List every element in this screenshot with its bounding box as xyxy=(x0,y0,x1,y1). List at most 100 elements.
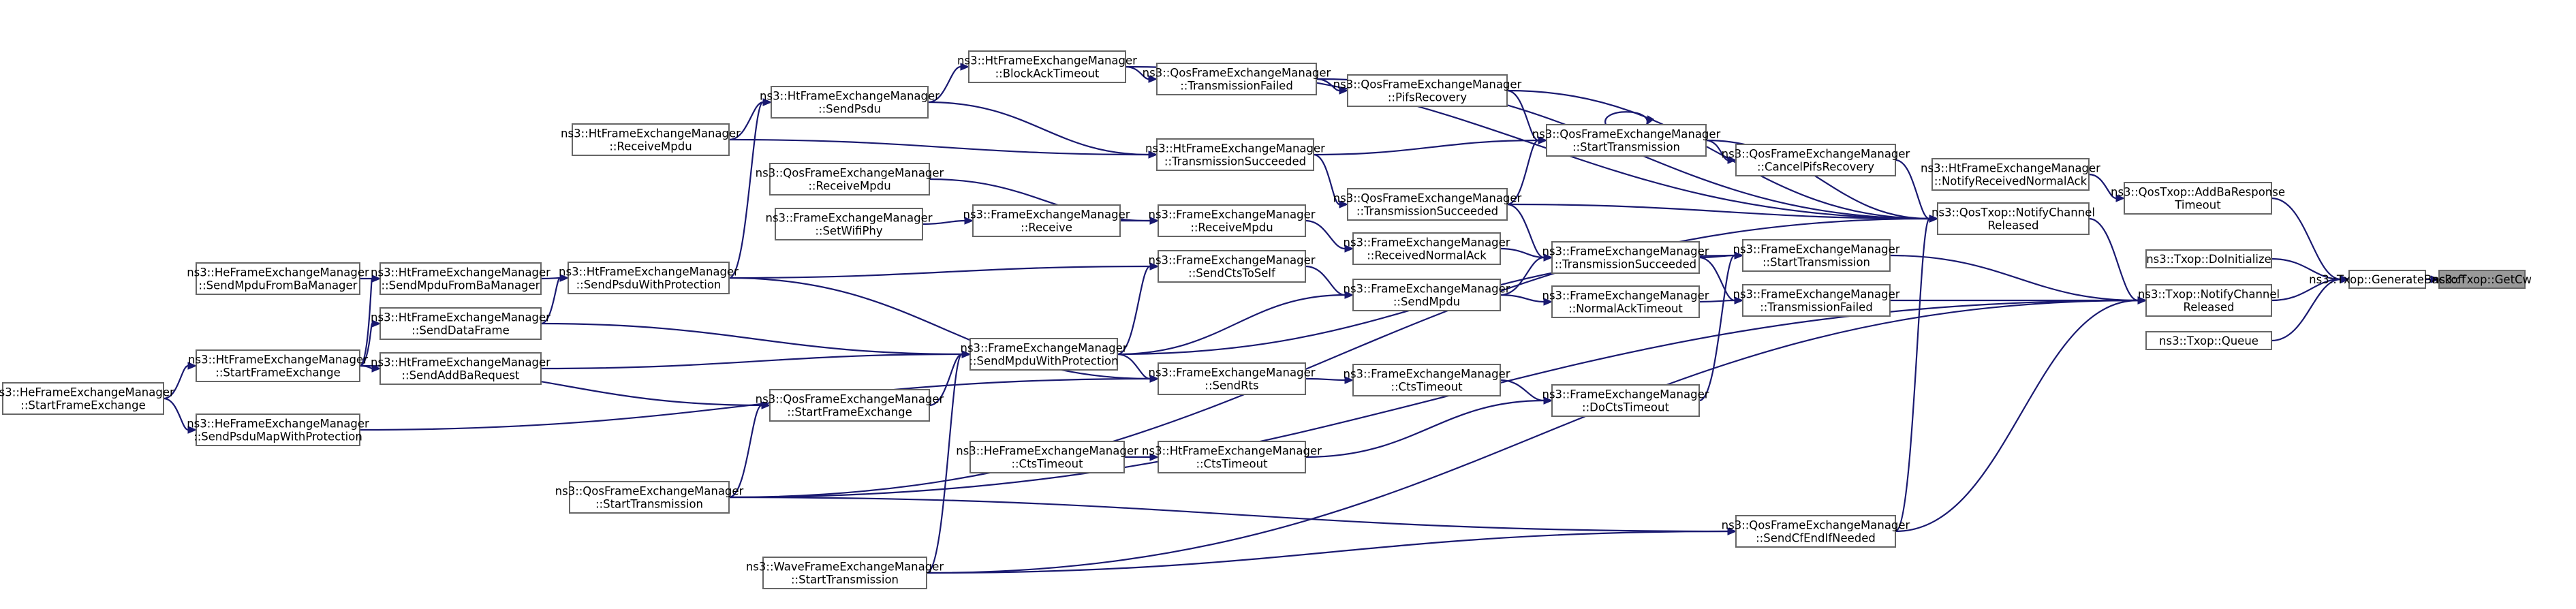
node-fem-sendmpduwithprot[interactable]: ns3::FrameExchangeManager::SendMpduWithP… xyxy=(960,338,1128,371)
node-label: ns3::QosFrameExchangeManager xyxy=(1532,128,1721,141)
node-box xyxy=(1347,188,1508,221)
arrowhead xyxy=(1344,245,1354,253)
node-htfem-senddataframe[interactable]: ns3::HtFrameExchangeManager::SendDataFra… xyxy=(371,307,550,340)
edge-hefem-ctstimeout-to-htfem-ctstimeout xyxy=(1124,453,1160,461)
node-label: ns3::HtFrameExchangeManager xyxy=(559,266,739,279)
node-label: ns3::HtFrameExchangeManager xyxy=(371,266,550,279)
edge-line xyxy=(1305,377,1346,381)
node-qfem-cancelpifs[interactable]: ns3::QosFrameExchangeManager::CancelPifs… xyxy=(1722,144,1910,176)
arrowhead xyxy=(371,275,382,283)
node-hefem-sendmpdufromba[interactable]: ns3::HeFrameExchangeManager::SendMpduFro… xyxy=(187,262,369,295)
node-label: ns3::HtFrameExchangeManager xyxy=(371,311,550,324)
node-fem-sendmpdu[interactable]: ns3::FrameExchangeManager::SendMpdu xyxy=(1343,279,1510,311)
node-qfem-sendcfend[interactable]: ns3::QosFrameExchangeManager::SendCfEndI… xyxy=(1722,515,1910,548)
node-fem-recvnormalack[interactable]: ns3::FrameExchangeManager::ReceivedNorma… xyxy=(1343,232,1510,265)
node-label: ::StartTransmission xyxy=(791,574,899,587)
node-qfem-pifsrecovery[interactable]: ns3::QosFrameExchangeManager::PifsRecove… xyxy=(1333,74,1522,107)
node-fem-receive[interactable]: ns3::FrameExchangeManager::Receive xyxy=(963,204,1130,237)
node-qfem-startframeexch[interactable]: ns3::QosFrameExchangeManager::StartFrame… xyxy=(756,389,944,422)
edge-line xyxy=(1604,111,1648,125)
node-htfem-startframeexch[interactable]: ns3::HtFrameExchangeManager::StartFrameE… xyxy=(188,349,368,382)
edge-line xyxy=(1313,153,1340,206)
node-label: ::SendPsduWithProtection xyxy=(576,279,721,292)
node-box xyxy=(1352,232,1501,265)
node-box xyxy=(1156,63,1317,95)
arrowhead xyxy=(371,364,382,373)
node-htfem-txsucceeded[interactable]: ns3::HtFrameExchangeManager::Transmissio… xyxy=(1145,138,1325,171)
edge-line xyxy=(728,138,1149,156)
edge-line xyxy=(927,65,961,104)
node-label: ::SetWifiPhy xyxy=(815,225,883,238)
node-label: ::StartTransmission xyxy=(1763,256,1870,269)
edge-htfem-txsucceeded-to-qfem-txsucceeded xyxy=(1313,153,1349,208)
node-ht-notifyrecvnormalack[interactable]: ns3::HtFrameExchangeManager::NotifyRecei… xyxy=(1921,158,2100,191)
node-hefem-sendpsdumap[interactable]: ns3::HeFrameExchangeManager::SendPsduMap… xyxy=(187,413,369,446)
node-txop-doinit[interactable]: ns3::Txop::DoInitialize xyxy=(2145,249,2272,268)
node-box xyxy=(1931,158,2090,191)
node-label: ns3::FrameExchangeManager xyxy=(1148,254,1315,267)
node-qfem-txfailed[interactable]: ns3::QosFrameExchangeManager::Transmissi… xyxy=(1143,63,1331,95)
node-qfem-starttx2[interactable]: ns3::QosFrameExchangeManager::StartTrans… xyxy=(555,481,744,514)
arrowhead xyxy=(2430,275,2440,283)
node-label: Released xyxy=(2184,301,2235,314)
node-htfem-sendmpdufromba[interactable]: ns3::HtFrameExchangeManager::SendMpduFro… xyxy=(371,262,550,295)
arrowhead xyxy=(1148,75,1158,83)
node-qfem-receivempdu[interactable]: ns3::QosFrameExchangeManager::ReceiveMpd… xyxy=(756,163,944,196)
node-fem-sendctstoself[interactable]: ns3::FrameExchangeManager::SendCtsToSelf xyxy=(1148,250,1316,283)
node-hefem-ctstimeout[interactable]: ns3::HeFrameExchangeManager::CtsTimeout xyxy=(956,441,1138,473)
node-label: ::ReceiveMpdu xyxy=(808,180,890,193)
arrowhead xyxy=(1344,291,1354,299)
arrowhead xyxy=(1727,156,1737,164)
node-fem-starttx[interactable]: ns3::FrameExchangeManager::StartTransmis… xyxy=(1733,239,1900,272)
node-box xyxy=(968,50,1126,83)
node-label: ns3::QosFrameExchangeManager xyxy=(756,167,944,180)
node-fem-sendrts[interactable]: ns3::FrameExchangeManager::SendRts xyxy=(1148,362,1316,395)
node-fem-receivempdu[interactable]: ns3::FrameExchangeManager::ReceiveMpdu xyxy=(1148,204,1316,237)
arrowhead xyxy=(1339,87,1349,95)
node-box xyxy=(569,481,730,514)
node-label: ::NotifyReceivedNormalAck xyxy=(1934,175,2088,188)
node-box xyxy=(1735,144,1896,176)
node-htfem-ctstimeout[interactable]: ns3::HtFrameExchangeManager::CtsTimeout xyxy=(1142,441,1322,473)
node-hefem-startframeexch[interactable]: ns3::HeFrameExchangeManager::StartFrameE… xyxy=(0,382,174,415)
node-htfem-blockacktimeout[interactable]: ns3::HtFrameExchangeManager::BlockAckTim… xyxy=(957,50,1137,83)
edge-txop-queue-to-genbackoff xyxy=(2271,275,2350,342)
node-label: ns3::QosFrameExchangeManager xyxy=(756,393,944,406)
node-fem-doctstimeout[interactable]: ns3::FrameExchangeManager::DoCtsTimeout xyxy=(1542,384,1709,417)
node-fem-setwifiphy[interactable]: ns3::FrameExchangeManager::SetWifiPhy xyxy=(765,208,933,240)
node-label: Released xyxy=(1988,219,2039,232)
edge-htfem-txsucceeded-to-qfem-starttx xyxy=(1313,136,1548,156)
node-qfem-txsucceeded[interactable]: ns3::QosFrameExchangeManager::Transmissi… xyxy=(1333,188,1522,221)
node-htfem-sendaddba[interactable]: ns3::HtFrameExchangeManager::SendAddBaRe… xyxy=(371,352,550,385)
node-fem-normalacktimeout[interactable]: ns3::FrameExchangeManager::NormalAckTime… xyxy=(1542,285,1709,318)
node-label: ns3::FrameExchangeManager xyxy=(765,212,932,225)
node-htfem-sendpsdu[interactable]: ns3::HtFrameExchangeManager::SendPsdu xyxy=(760,86,940,119)
node-box xyxy=(775,208,923,240)
node-label: ::CtsTimeout xyxy=(1196,458,1268,471)
node-fem-ctstimeout[interactable]: ns3::FrameExchangeManager::CtsTimeout xyxy=(1343,364,1510,396)
edge-fem-starttx-to-txop-ncr xyxy=(1889,254,2147,304)
edge-genbackoff-to-getcw xyxy=(2425,275,2440,283)
node-getcw[interactable]: ns3::Txop::GetCw xyxy=(2432,270,2532,289)
node-genbackoff[interactable]: ns3::Txop::GenerateBackoff xyxy=(2309,270,2466,289)
edge-line xyxy=(1506,203,1930,220)
node-htfem-sendpsduwithprot[interactable]: ns3::HtFrameExchangeManager::SendPsduWit… xyxy=(559,262,739,294)
node-htfem-receivempdu[interactable]: ns3::HtFrameExchangeManager::ReceiveMpdu xyxy=(561,123,741,156)
node-label: ns3::FrameExchangeManager xyxy=(1343,283,1510,296)
node-txop-queue[interactable]: ns3::Txop::Queue xyxy=(2145,331,2272,350)
edge-line xyxy=(728,496,1728,533)
node-fem-txfailed[interactable]: ns3::FrameExchangeManager::TransmissionF… xyxy=(1733,284,1900,317)
edge-line xyxy=(2271,278,2342,302)
node-wave-starttx[interactable]: ns3::WaveFrameExchangeManager::StartTran… xyxy=(746,557,944,589)
node-label: ::CtsTimeout xyxy=(1011,458,1083,471)
edge-htfem-sendpsduwithprot-to-fem-sendctstoself xyxy=(728,262,1160,279)
edge-line xyxy=(540,322,963,356)
node-fem-txsucceeded[interactable]: ns3::FrameExchangeManager::TransmissionS… xyxy=(1542,241,1709,274)
node-qfem-starttx[interactable]: ns3::QosFrameExchangeManager::StartTrans… xyxy=(1532,124,1721,157)
edge-htfem-ctstimeout-to-fem-doctstimeout xyxy=(1305,396,1553,458)
arrowhead xyxy=(2137,296,2147,304)
